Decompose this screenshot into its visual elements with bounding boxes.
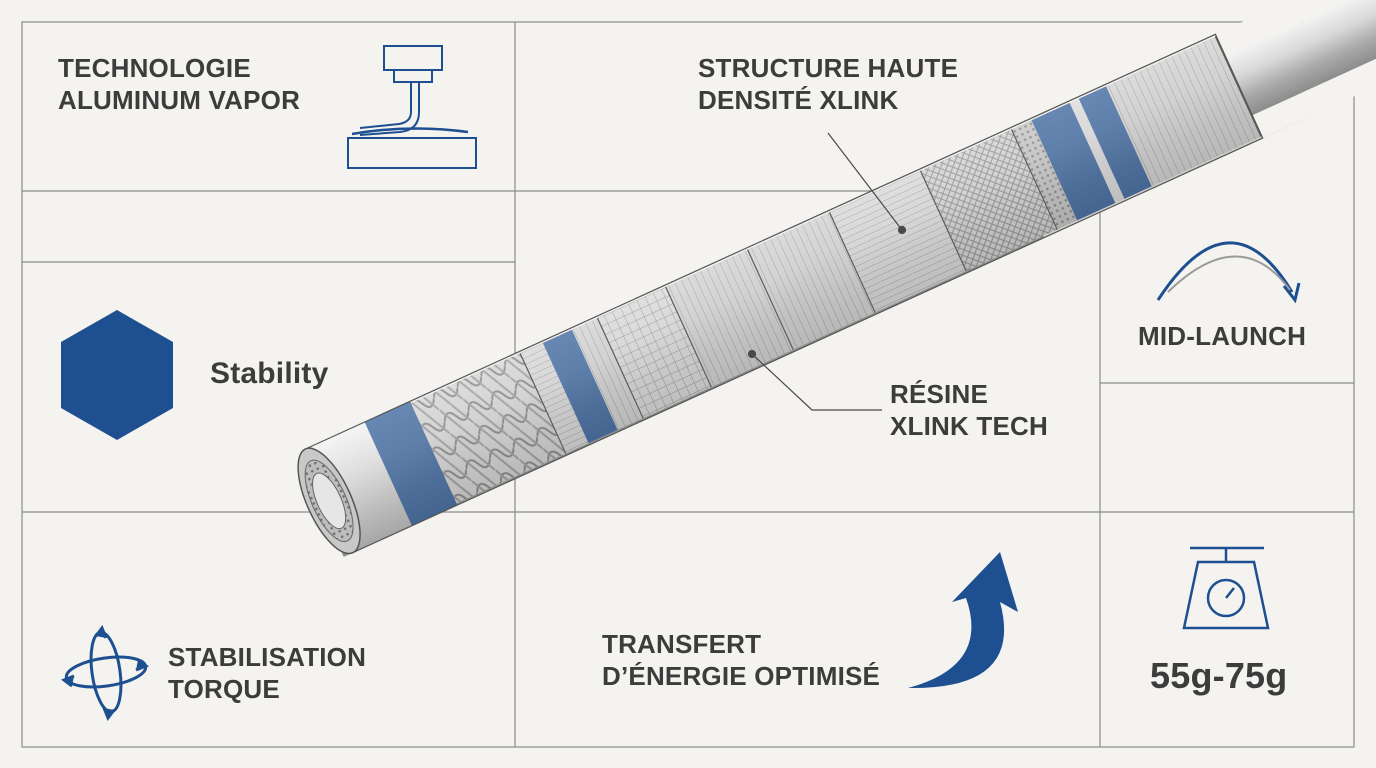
energy-transfer-line2: D’ÉNERGIE OPTIMISÉ <box>602 661 881 691</box>
hexagon-icon <box>61 310 173 440</box>
curved-arrow-up-icon <box>908 552 1018 689</box>
xlink-structure-line1: STRUCTURE HAUTE <box>698 53 959 83</box>
xlink-structure-label: STRUCTURE HAUTE DENSITÉ XLINK <box>698 52 958 116</box>
aluminum-vapor-line1: TECHNOLOGIE <box>58 53 251 83</box>
xlink-resin-line1: RÉSINE <box>890 379 989 409</box>
weighing-scale-icon <box>1182 546 1270 630</box>
xlink-resin-line2: XLINK TECH <box>890 411 1048 441</box>
xlink-resin-label: RÉSINE XLINK TECH <box>890 378 1048 442</box>
torque-label: STABILISATION TORQUE <box>168 641 366 705</box>
energy-transfer-label: TRANSFERT D’ÉNERGIE OPTIMISÉ <box>602 628 880 692</box>
aluminum-vapor-label: TECHNOLOGIE ALUMINUM VAPOR <box>58 52 300 116</box>
vapor-deposition-icon <box>347 45 477 169</box>
stability-label: Stability <box>210 357 329 390</box>
torque-line2: TORQUE <box>168 674 280 704</box>
callout-leaders <box>747 132 907 411</box>
energy-transfer-line1: TRANSFERT <box>602 629 762 659</box>
rotation-arrows-icon <box>60 624 150 722</box>
golf-shaft <box>296 0 1376 557</box>
launch-trajectory-icon <box>1156 241 1301 304</box>
torque-line1: STABILISATION <box>168 642 367 672</box>
xlink-structure-line2: DENSITÉ XLINK <box>698 85 899 115</box>
aluminum-vapor-line2: ALUMINUM VAPOR <box>58 85 301 115</box>
weight-label: 55g-75g <box>1150 655 1288 696</box>
launch-label: MID-LAUNCH <box>1138 321 1307 351</box>
